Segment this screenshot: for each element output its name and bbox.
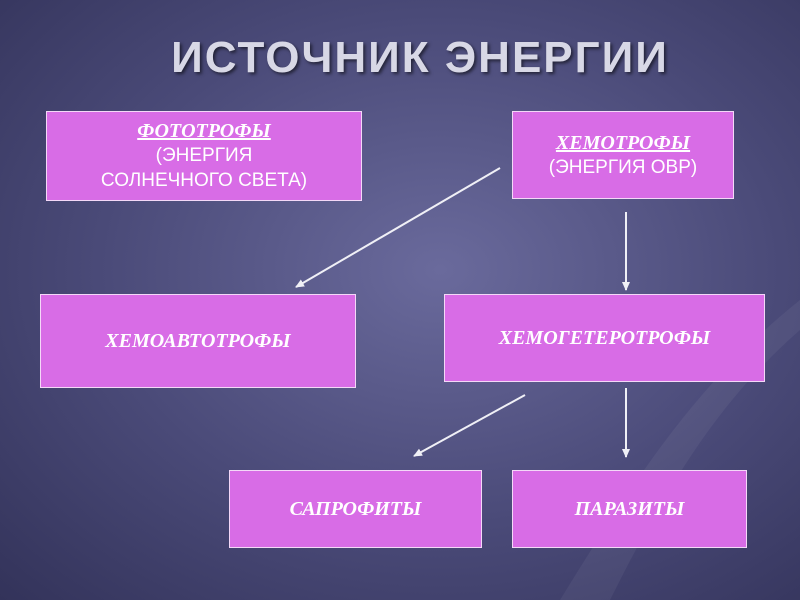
phototrophs-label: ФОТОТРОФЫ	[137, 120, 271, 143]
slide-title: ИСТОЧНИК ЭНЕРГИИ	[171, 33, 669, 82]
phototrophs-box: ФОТОТРОФЫ (ЭНЕРГИЯ СОЛНЕЧНОГО СВЕТА)	[46, 111, 362, 201]
parasites-box: ПАРАЗИТЫ	[512, 470, 747, 548]
saprophytes-label: САПРОФИТЫ	[289, 498, 422, 520]
arrow-chemoheterotrophs-to-saprophytes	[413, 394, 526, 457]
chemotrophs-label: ХЕМОТРОФЫ	[555, 131, 691, 154]
phototrophs-desc-line1: (ЭНЕРГИЯ	[155, 145, 253, 167]
parasites-label: ПАРАЗИТЫ	[574, 498, 685, 520]
chemoheterotrophs-label: ХЕМОГЕТЕРОТРОФЫ	[498, 327, 711, 349]
chemotrophs-box: ХЕМОТРОФЫ (ЭНЕРГИЯ ОВР)	[512, 111, 734, 199]
chemoheterotrophs-box: ХЕМОГЕТЕРОТРОФЫ	[444, 294, 765, 382]
chemotrophs-desc: (ЭНЕРГИЯ ОВР)	[548, 156, 698, 178]
chemoautotrophs-label: ХЕМОАВТОТРОФЫ	[105, 330, 291, 352]
saprophytes-box: САПРОФИТЫ	[229, 470, 482, 548]
phototrophs-desc-line2: СОЛНЕЧНОГО СВЕТА)	[100, 170, 308, 191]
chemoautotrophs-box: ХЕМОАВТОТРОФЫ	[40, 294, 356, 388]
arrow-chemotrophs-to-chemoautotrophs	[295, 167, 501, 288]
